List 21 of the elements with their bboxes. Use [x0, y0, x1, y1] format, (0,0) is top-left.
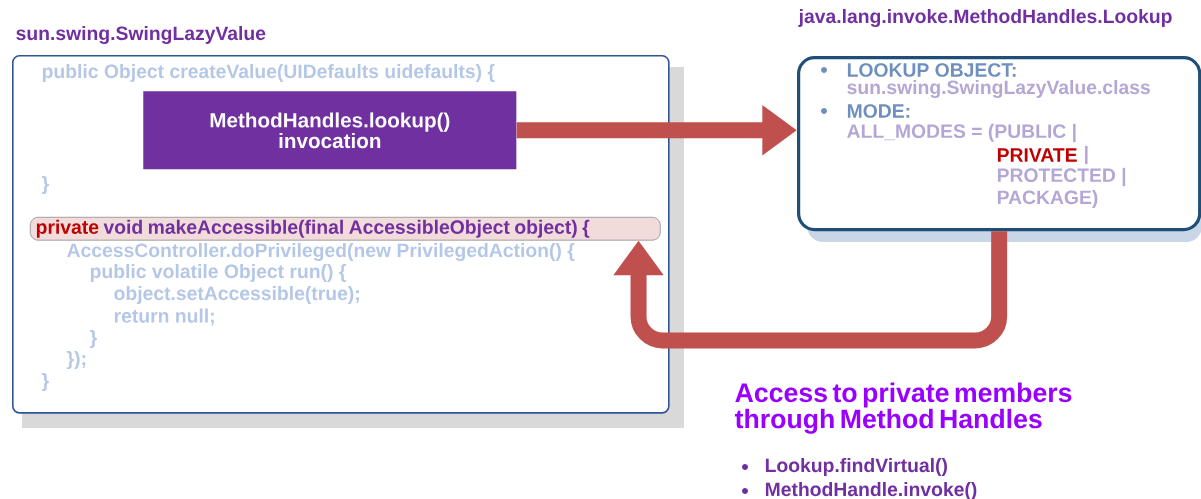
- code-line: }: [90, 330, 97, 348]
- heading: java.lang.invoke.MethodHandles.Lookup: [798, 8, 1172, 28]
- method-call-box: MethodHandles.lookup() invocation: [143, 91, 517, 170]
- code-text: sun.swing.SwingLazyValue.class: [847, 79, 1150, 99]
- code-line: return null;: [114, 308, 214, 326]
- code-text: ALL_MODES = (PUBLIC |: [847, 123, 1076, 143]
- heading: Access to private members through Method Handles: [734, 382, 1072, 434]
- list-item: LOOKUP OBJECT:: [847, 63, 1016, 77]
- code-line: }: [42, 373, 49, 391]
- code-text: PROTECTED |: [997, 167, 1126, 187]
- code-text: PRIVATE: [997, 148, 1077, 162]
- code-line: }: [42, 176, 49, 194]
- code-line: public volatile Object run() {: [90, 264, 346, 282]
- code-text: |: [1085, 145, 1088, 165]
- code-line: object.setAccessible(true);: [114, 286, 359, 304]
- list-item: Lookup.findVirtual(): [765, 458, 947, 476]
- heading: sun.swing.SwingLazyValue: [16, 25, 266, 45]
- code-text: PACKAGE): [997, 190, 1098, 208]
- code-line: });: [67, 351, 86, 369]
- list-item: MODE:: [847, 104, 910, 118]
- arrow: [613, 231, 1008, 349]
